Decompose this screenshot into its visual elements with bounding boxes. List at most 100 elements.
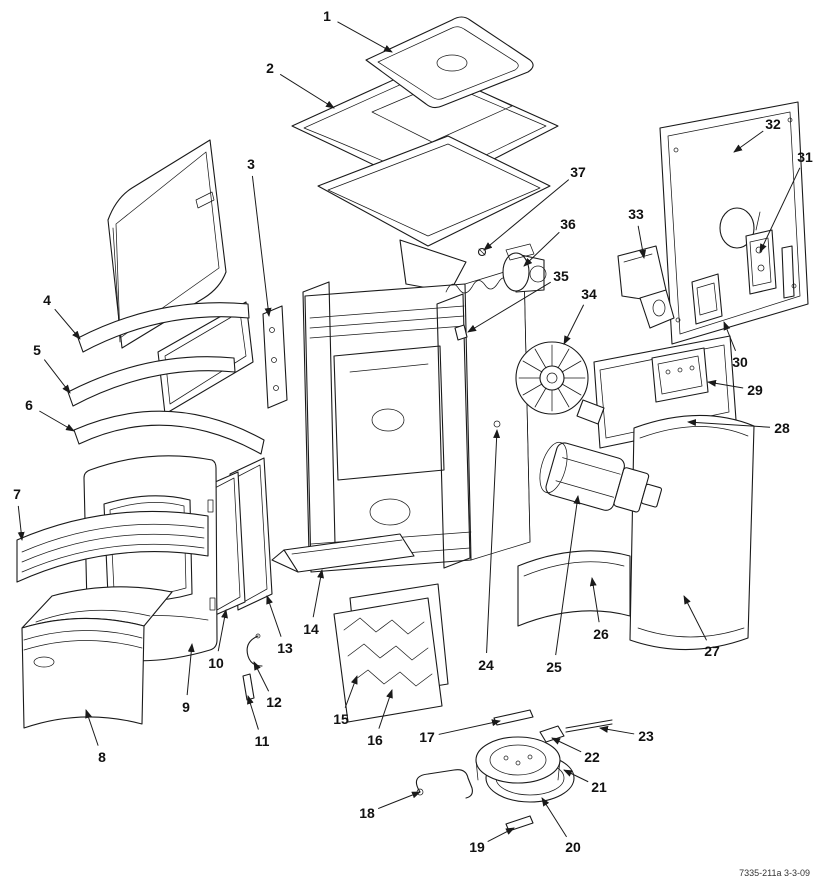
callout-31: 31 bbox=[797, 149, 813, 165]
leader-line-28 bbox=[687, 419, 771, 428]
leader-line-8 bbox=[85, 709, 99, 746]
part-firebox-body bbox=[302, 265, 531, 573]
part-handle-pin bbox=[242, 673, 255, 701]
callout-30: 30 bbox=[732, 354, 748, 370]
part-ash-drawer bbox=[21, 586, 173, 729]
part-hopper-chute bbox=[617, 245, 675, 329]
leader-line-33 bbox=[637, 225, 647, 259]
part-auger-motor bbox=[539, 441, 663, 513]
leader-line-5 bbox=[43, 359, 71, 394]
part-screw-37 bbox=[477, 247, 487, 257]
callout-14: 14 bbox=[303, 621, 319, 637]
part-exchanger-tray bbox=[317, 135, 551, 293]
callout-24: 24 bbox=[478, 657, 494, 673]
leader-line-21 bbox=[563, 769, 589, 783]
callout-26: 26 bbox=[593, 626, 609, 642]
leader-line-4 bbox=[54, 308, 81, 340]
part-igniter-rod-18 bbox=[415, 769, 473, 799]
callout-3: 3 bbox=[247, 156, 255, 172]
part-front-louver-band bbox=[16, 510, 209, 583]
callout-2: 2 bbox=[266, 60, 274, 76]
callout-6: 6 bbox=[25, 397, 33, 413]
callout-21: 21 bbox=[591, 779, 607, 795]
part-cotter-pin-19 bbox=[505, 815, 534, 832]
part-firepot bbox=[475, 736, 561, 784]
leader-line-18 bbox=[377, 791, 421, 810]
part-hinge-bracket bbox=[262, 305, 288, 409]
leader-line-20 bbox=[541, 797, 568, 838]
leader-line-25 bbox=[555, 495, 581, 656]
part-trim-middle bbox=[67, 356, 236, 407]
leader-line-19 bbox=[487, 827, 515, 842]
callout-15: 15 bbox=[333, 711, 349, 727]
part-right-front-band bbox=[517, 550, 631, 627]
leader-line-22 bbox=[551, 737, 582, 753]
leader-line-13 bbox=[266, 595, 282, 637]
part-trim-top bbox=[77, 302, 250, 353]
part-bolt-24 bbox=[493, 420, 501, 428]
part-firepot-clamp bbox=[539, 725, 565, 743]
leader-line-23 bbox=[599, 725, 635, 735]
leader-line-26 bbox=[589, 577, 600, 623]
callout-23: 23 bbox=[638, 728, 654, 744]
part-rod-23 bbox=[565, 719, 613, 733]
part-control-board bbox=[651, 347, 709, 403]
callout-37: 37 bbox=[570, 164, 586, 180]
leader-line-34 bbox=[563, 304, 585, 345]
callout-11: 11 bbox=[255, 733, 270, 749]
leader-line-11 bbox=[247, 695, 259, 730]
callout-25: 25 bbox=[546, 659, 562, 675]
leader-line-27 bbox=[683, 595, 708, 641]
callout-34: 34 bbox=[581, 286, 597, 302]
callout-5: 5 bbox=[33, 342, 41, 358]
part-rear-back-panel bbox=[659, 101, 809, 345]
part-bracket-30 bbox=[691, 273, 723, 325]
leader-line-10 bbox=[217, 609, 228, 652]
callout-13: 13 bbox=[277, 640, 293, 656]
callout-22: 22 bbox=[584, 749, 600, 765]
callout-28: 28 bbox=[774, 420, 790, 436]
callout-1: 1 bbox=[323, 8, 331, 24]
callout-8: 8 bbox=[98, 749, 106, 765]
callout-33: 33 bbox=[628, 206, 644, 222]
callout-32: 32 bbox=[765, 116, 781, 132]
callout-12: 12 bbox=[266, 694, 282, 710]
callout-27: 27 bbox=[704, 643, 720, 659]
leader-line-17 bbox=[438, 719, 501, 735]
leader-line-12 bbox=[253, 661, 270, 692]
part-scraper-bar bbox=[493, 709, 534, 726]
part-glass-lid bbox=[365, 16, 534, 109]
leader-line-15 bbox=[344, 675, 358, 708]
callout-16: 16 bbox=[367, 732, 383, 748]
leader-line-35 bbox=[467, 281, 551, 333]
leader-line-24 bbox=[486, 429, 501, 654]
leader-line-16 bbox=[378, 689, 393, 729]
leader-line-7 bbox=[17, 505, 25, 541]
part-ash-lip bbox=[271, 533, 415, 573]
leader-line-29 bbox=[707, 379, 744, 389]
callout-20: 20 bbox=[565, 839, 581, 855]
part-left-side-panel bbox=[107, 139, 227, 349]
callout-29: 29 bbox=[747, 382, 763, 398]
callout-19: 19 bbox=[469, 839, 485, 855]
leader-line-6 bbox=[39, 410, 75, 432]
callout-7: 7 bbox=[13, 486, 21, 502]
part-convection-motor bbox=[445, 243, 547, 294]
leader-line-14 bbox=[312, 569, 324, 618]
part-combustion-blower bbox=[515, 341, 605, 425]
leader-line-32 bbox=[733, 130, 764, 153]
leader-line-37 bbox=[483, 179, 570, 251]
leader-line-30 bbox=[723, 321, 737, 352]
callout-9: 9 bbox=[182, 699, 190, 715]
leader-line-1 bbox=[337, 21, 393, 53]
callout-35: 35 bbox=[553, 268, 569, 284]
callout-18: 18 bbox=[359, 805, 375, 821]
doc-reference: 7335-211a 3-3-09 bbox=[739, 868, 810, 878]
callout-17: 17 bbox=[419, 729, 435, 745]
callout-4: 4 bbox=[43, 292, 51, 308]
leader-line-9 bbox=[186, 643, 195, 696]
part-trim-bottom bbox=[73, 410, 265, 455]
